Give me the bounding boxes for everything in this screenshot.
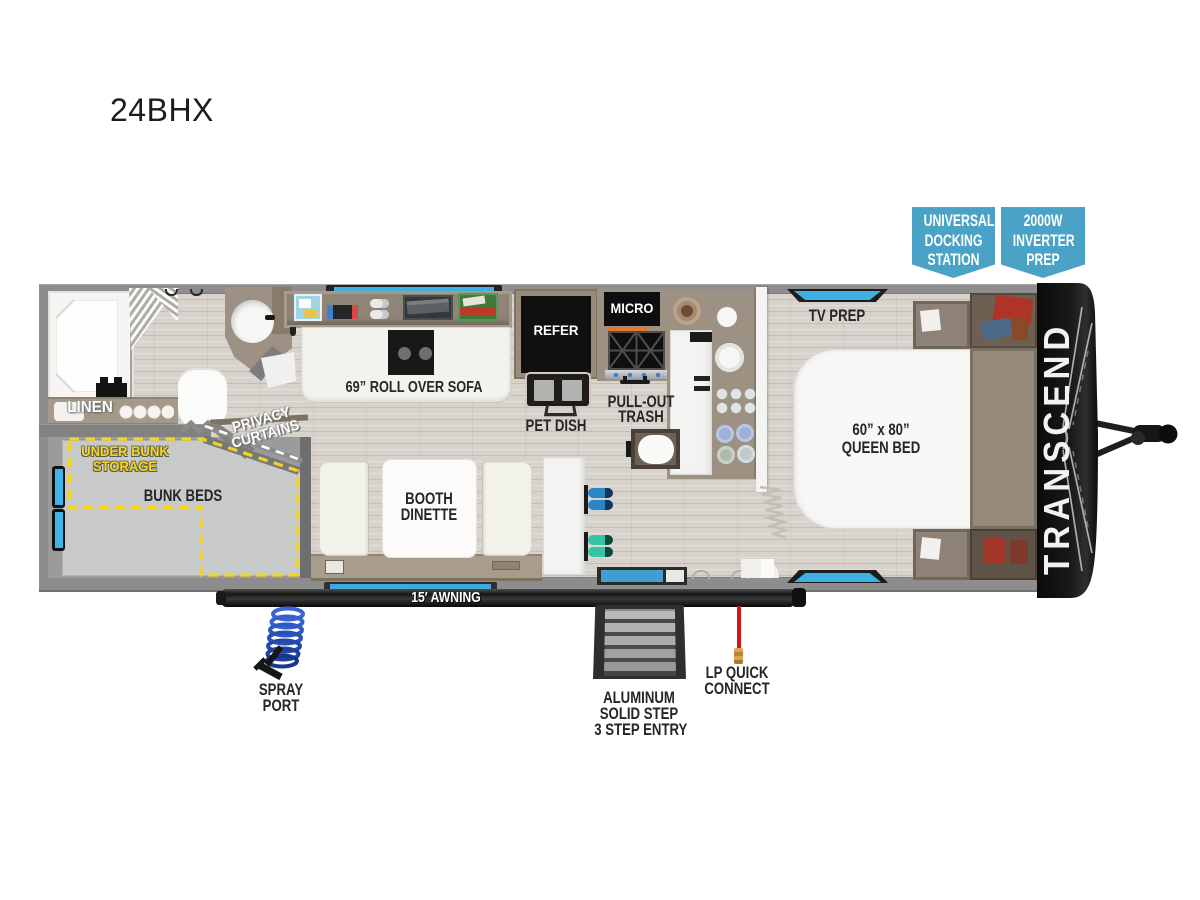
svg-text:TRANSCEND: TRANSCEND	[1038, 322, 1078, 575]
